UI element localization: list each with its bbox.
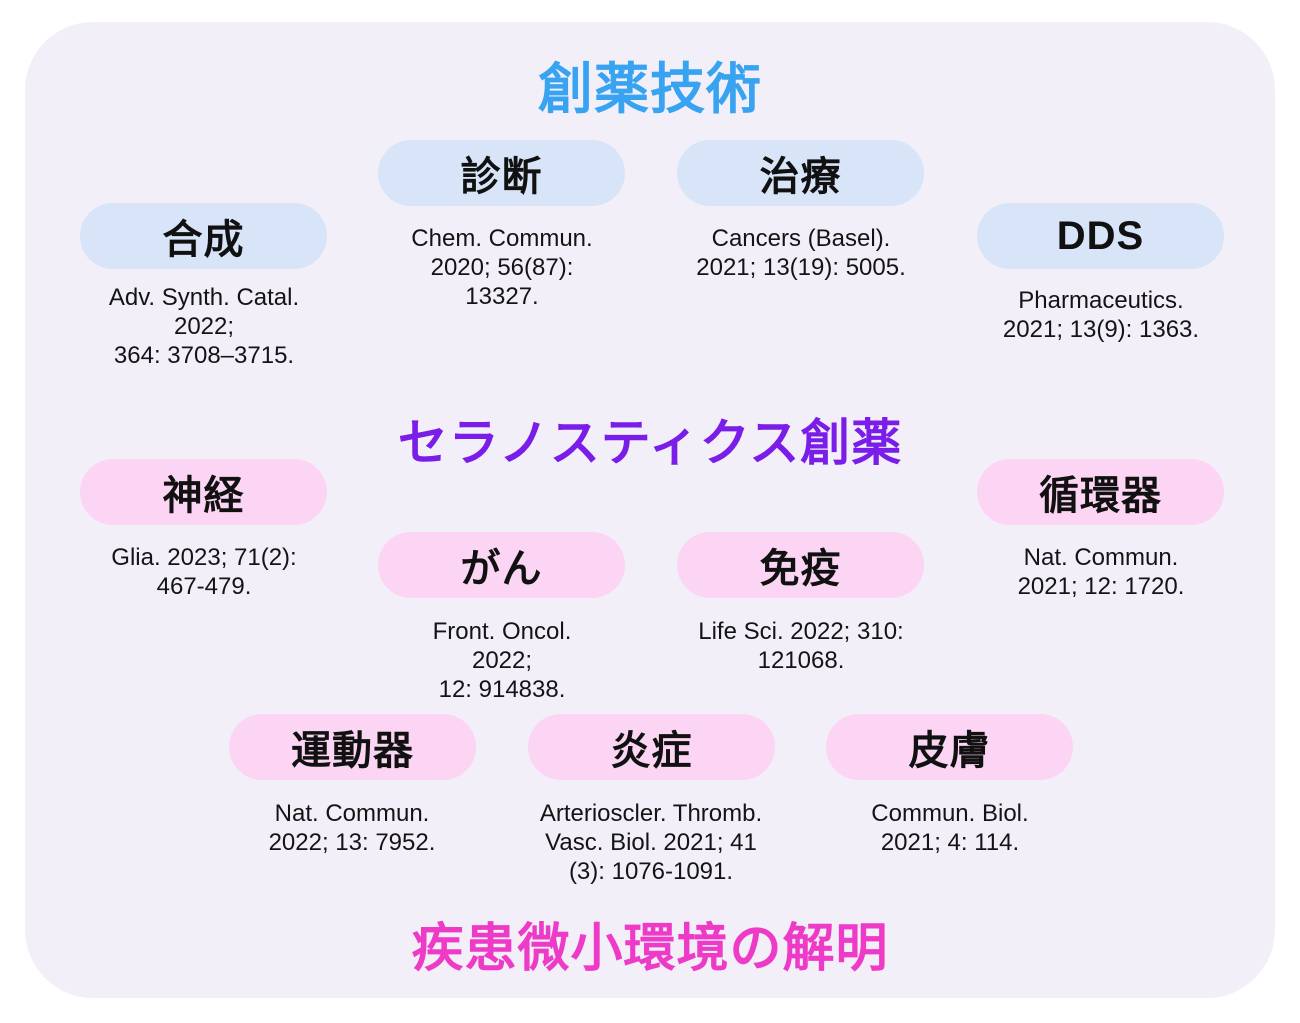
pill-nerve-label: 神経 [162, 474, 245, 518]
pill-cardiovascular-label: 循環器 [1039, 474, 1162, 518]
title-drug-discovery-technology: 創薬技術 [537, 58, 762, 120]
pill-musculoskeletal-label: 運動器 [291, 729, 414, 773]
pill-cancer: がん [378, 532, 625, 598]
pill-diagnosis-label: 診断 [460, 155, 543, 199]
citation-dds: Pharmaceutics. 2021; 13(9): 1363. [1002, 287, 1200, 343]
pill-nerve: 神経 [80, 459, 327, 525]
pill-therapy-label: 治療 [759, 155, 842, 199]
citation-inflammation: Arterioscler. Thromb. Vasc. Biol. 2021; … [539, 800, 763, 885]
pill-dds-label: DDS [1056, 213, 1145, 258]
citation-immunity: Life Sci. 2022; 310: 121068. [698, 618, 904, 674]
citation-musculoskeletal: Nat. Commun. 2022; 13: 7952. [268, 800, 436, 856]
pill-diagnosis: 診断 [378, 140, 625, 206]
pill-skin: 皮膚 [826, 714, 1073, 780]
pill-synthesis-label: 合成 [162, 218, 245, 262]
pill-inflammation: 炎症 [528, 714, 775, 780]
citation-diagnosis: Chem. Commun. 2020; 56(87): 13327. [411, 225, 593, 310]
title-disease-microenvironment: 疾患微小環境の解明 [411, 920, 889, 978]
pill-inflammation-label: 炎症 [610, 729, 693, 773]
pill-immunity: 免疫 [677, 532, 924, 598]
citation-cardiovascular: Nat. Commun. 2021; 12: 1720. [1017, 544, 1185, 600]
pill-cardiovascular: 循環器 [977, 459, 1224, 525]
citation-skin: Commun. Biol. 2021; 4: 114. [871, 800, 1029, 856]
citation-synthesis: Adv. Synth. Catal. 2022; 364: 3708–3715. [108, 284, 300, 369]
citation-therapy: Cancers (Basel). 2021; 13(19): 5005. [696, 225, 906, 281]
pill-immunity-label: 免疫 [759, 547, 842, 591]
pill-skin-label: 皮膚 [908, 729, 991, 773]
citation-cancer: Front. Oncol. 2022; 12: 914838. [432, 618, 572, 703]
citation-nerve: Glia. 2023; 71(2): 467-479. [111, 544, 297, 600]
pill-cancer-label: がん [460, 547, 543, 591]
pill-synthesis: 合成 [80, 203, 327, 269]
pill-therapy: 治療 [677, 140, 924, 206]
title-theranostics: セラノスティクス創薬 [397, 415, 903, 471]
pill-dds: DDS [977, 203, 1224, 269]
pill-musculoskeletal: 運動器 [229, 714, 476, 780]
